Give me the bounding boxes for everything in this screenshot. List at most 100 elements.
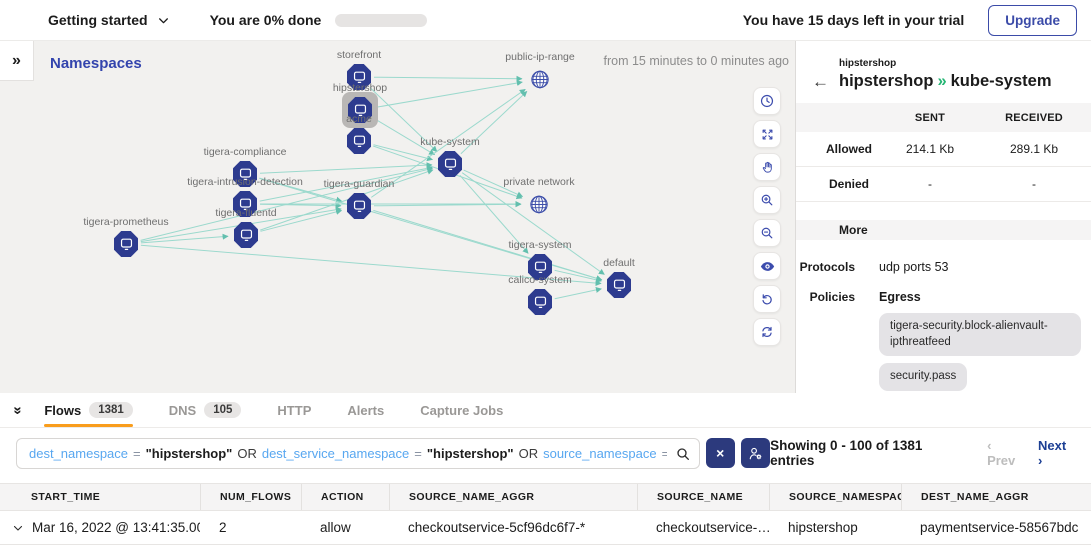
cell-num_flows: 2 — [219, 520, 227, 535]
graph-node-default[interactable] — [607, 272, 631, 298]
tab-alerts[interactable]: Alerts — [347, 393, 384, 427]
chevron-down-icon — [157, 14, 170, 27]
getting-started-menu[interactable]: Getting started — [48, 12, 170, 28]
column-header-dest_name_aggr[interactable]: DEST_NAME_AGGR — [901, 484, 1091, 510]
filter-token-field: dest_service_namespace — [261, 445, 410, 461]
panel-title: hipstershop»kube-system — [839, 72, 1052, 90]
filter-token-value: "hipstershop" — [145, 445, 233, 461]
graph-node-storefront[interactable] — [347, 64, 371, 90]
graph-node-tigera-system[interactable] — [528, 254, 552, 280]
column-header-action[interactable]: ACTION — [301, 484, 389, 510]
user-settings-button[interactable] — [740, 438, 771, 468]
policies-label: Policies — [809, 290, 855, 304]
progress-label: You are 0% done — [209, 12, 322, 28]
graph-node-tigera-fluentd[interactable] — [234, 222, 258, 248]
row-expand-chevron-icon[interactable] — [12, 522, 24, 534]
cell-dest_name_aggr: paymentservice-58567bdc — [920, 520, 1079, 535]
upgrade-button[interactable]: Upgrade — [988, 4, 1077, 36]
graph-node-label: tigera-guardian — [323, 178, 395, 190]
progress-bar — [335, 13, 428, 27]
tab-label: Capture Jobs — [420, 402, 504, 418]
undo-icon[interactable] — [753, 285, 781, 313]
tab-label: HTTP — [277, 402, 312, 418]
graph-node-label: tigera-prometheus — [83, 216, 169, 228]
next-page-button[interactable]: Next › — [1038, 438, 1067, 468]
tab-label: Flows — [44, 402, 82, 418]
more-section-header: More — [796, 220, 1091, 240]
column-header-source_name_aggr[interactable]: SOURCE_NAME_AGGR — [389, 484, 637, 510]
graph-node-kube-system[interactable] — [438, 151, 462, 177]
filter-token-field: dest_namespace — [29, 445, 129, 461]
history-clock-icon[interactable] — [753, 87, 781, 115]
top-bar: Getting started You are 0% done You have… — [0, 0, 1091, 41]
tab-flows[interactable]: Flows 1381 — [44, 393, 134, 427]
graph-node-label: tigera-system — [508, 239, 572, 251]
tab-count-badge: 1381 — [89, 402, 133, 418]
graph-node-calico-system[interactable] — [528, 289, 552, 315]
graph-node-label: tigera-compliance — [203, 146, 287, 158]
pan-hand-icon[interactable] — [753, 153, 781, 181]
graph-node-acme[interactable] — [347, 128, 371, 154]
column-header-start_time[interactable]: START_TIME — [31, 491, 101, 503]
fit-to-screen-icon[interactable] — [753, 120, 781, 148]
graph-node-tigera-intrusion-detection[interactable] — [233, 191, 257, 217]
visibility-eye-icon[interactable] — [753, 252, 781, 280]
allowed-received-value: 289.1 Kb — [1009, 142, 1059, 156]
graph-node-hipstershop[interactable] — [348, 97, 372, 123]
column-header-source_namespace[interactable]: SOURCE_NAMESPACE — [769, 484, 901, 510]
policy-tag[interactable]: security.pass — [879, 363, 968, 391]
graph-node-label: default — [603, 257, 635, 269]
column-header-num_flows[interactable]: NUM_FLOWS — [200, 484, 301, 510]
graph-toolbar — [753, 87, 781, 346]
tab-capture-jobs[interactable]: Capture Jobs — [420, 393, 503, 427]
cell-source_name_aggr: checkoutservice-5cf96dc6f7-* — [408, 520, 586, 535]
filter-token-op: = — [662, 446, 667, 461]
collapse-panel-icon[interactable]: » — [9, 405, 27, 415]
graph-node-public-ip-range[interactable] — [528, 66, 552, 92]
graph-node-label: public-ip-range — [505, 51, 575, 63]
filter-token-field: source_namespace — [543, 445, 657, 461]
graph-node-label: private network — [503, 176, 575, 188]
filter-token-value: "hipstershop" — [426, 445, 514, 461]
trial-days-text: You have 15 days left in your trial — [742, 12, 965, 28]
graph-node-label: storefront — [336, 49, 382, 61]
graph-time-range: from 15 minutes to 0 minutes ago — [603, 54, 789, 68]
allowed-sent-value: 214.1 Kb — [905, 142, 955, 156]
graph-node-tigera-compliance[interactable] — [233, 161, 257, 187]
zoom-out-icon[interactable] — [753, 219, 781, 247]
cell-source_name: checkoutservice-… — [656, 520, 769, 535]
graph-title: Namespaces — [50, 55, 142, 72]
prev-page-button[interactable]: ‹ Prev — [987, 438, 1016, 468]
search-icon[interactable] — [675, 446, 691, 467]
graph-node-private-network[interactable] — [527, 191, 551, 217]
filter-token-bool: OR — [518, 445, 539, 461]
refresh-icon[interactable] — [753, 318, 781, 346]
traffic-stats-table: SENT RECEIVED Allowed 214.1 Kb 289.1 Kb … — [796, 103, 1091, 202]
back-arrow-icon[interactable]: ← — [812, 72, 829, 91]
expand-sidebar-button[interactable]: » — [0, 41, 34, 81]
graph-node-tigera-prometheus[interactable] — [114, 231, 138, 257]
showing-entries-text: Showing 0 - 100 of 1381 entries — [770, 438, 923, 468]
zoom-in-icon[interactable] — [753, 186, 781, 214]
cell-action: allow — [320, 520, 351, 535]
filter-token-bool: OR — [237, 445, 257, 461]
policy-tags: tigera-security.block-alienvault-ipthrea… — [879, 313, 1081, 393]
policy-tag[interactable]: tigera-security.block-alienvault-ipthrea… — [879, 313, 1081, 357]
graph-node-tigera-guardian[interactable] — [347, 193, 371, 219]
onboarding-progress: You are 0% done — [210, 12, 428, 28]
tab-http[interactable]: HTTP — [277, 393, 311, 427]
clear-filter-button[interactable]: × — [705, 438, 735, 468]
column-header-source_name[interactable]: SOURCE_NAME — [637, 484, 769, 510]
flow-details-panel: hipstershop ← hipstershop»kube-system SE… — [795, 41, 1091, 393]
graph-node-label: kube-system — [420, 136, 480, 148]
